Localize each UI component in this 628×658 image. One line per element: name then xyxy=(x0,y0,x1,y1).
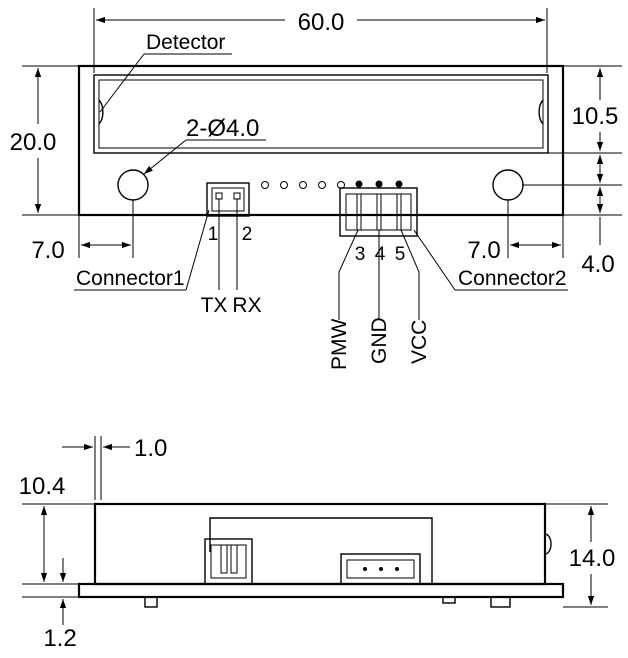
side-body xyxy=(93,502,547,586)
detector-tab-left xyxy=(98,99,104,125)
hole-leader xyxy=(143,139,187,175)
connector2 xyxy=(338,180,420,320)
detector-window xyxy=(93,74,549,154)
connector1-leader xyxy=(185,209,210,291)
side-view: 1.0 10.4 1.2 14.0 xyxy=(19,435,616,652)
bottom-offset-dimension: 4.0 xyxy=(581,251,614,278)
side-base xyxy=(77,582,565,599)
body-height-dimension: 10.4 xyxy=(19,473,66,500)
side-foot-2 xyxy=(442,596,456,604)
side-connector2 xyxy=(340,553,421,585)
total-height-dimension: 14.0 xyxy=(569,545,616,572)
connector1 xyxy=(206,182,250,290)
mounting-hole-right xyxy=(492,169,524,201)
pmw-label: PMW xyxy=(328,319,351,371)
side-foot-3 xyxy=(490,596,511,608)
vcc-label: VCC xyxy=(408,320,431,364)
connector2-leader xyxy=(413,229,456,291)
side-tab-right xyxy=(544,533,552,555)
gnd-label: GND xyxy=(368,317,391,364)
rx-label: RX xyxy=(232,294,261,317)
mounting-hole-left xyxy=(117,169,149,201)
lip-dimension: 1.0 xyxy=(134,435,167,462)
detector-label: Detector xyxy=(146,31,225,54)
right-offset-dimension: 7.0 xyxy=(467,237,500,264)
height-dimension: 20.0 xyxy=(10,129,57,156)
pin-1-label: 1 xyxy=(208,224,219,245)
pin-2-label: 2 xyxy=(242,224,253,245)
detector-tab-right xyxy=(538,99,544,125)
side-inner-board xyxy=(209,517,433,584)
connector2-label: Connector2 xyxy=(458,267,567,290)
tx-label: TX xyxy=(201,294,228,317)
detector-window-inner xyxy=(98,79,544,149)
side-connector1 xyxy=(204,538,253,585)
side-foot-1 xyxy=(144,596,158,608)
left-offset-dimension: 7.0 xyxy=(31,237,64,264)
base-dimension: 1.2 xyxy=(43,625,76,652)
pin-3-label: 3 xyxy=(355,244,366,265)
pin-4-label: 4 xyxy=(375,244,386,265)
led-dots xyxy=(261,181,345,189)
pin-5-label: 5 xyxy=(395,244,406,265)
right-upper-dimension: 10.5 xyxy=(572,103,619,130)
width-dimension: 60.0 xyxy=(298,9,345,36)
board-outline xyxy=(77,64,565,217)
detector-leader xyxy=(99,53,145,113)
hole-label: 2-Ø4.0 xyxy=(186,115,259,142)
connector1-label: Connector1 xyxy=(76,267,185,290)
top-view: 60.0 20.0 Detector 2-Ø4.0 10.5 7.0 7.0 xyxy=(10,8,622,370)
